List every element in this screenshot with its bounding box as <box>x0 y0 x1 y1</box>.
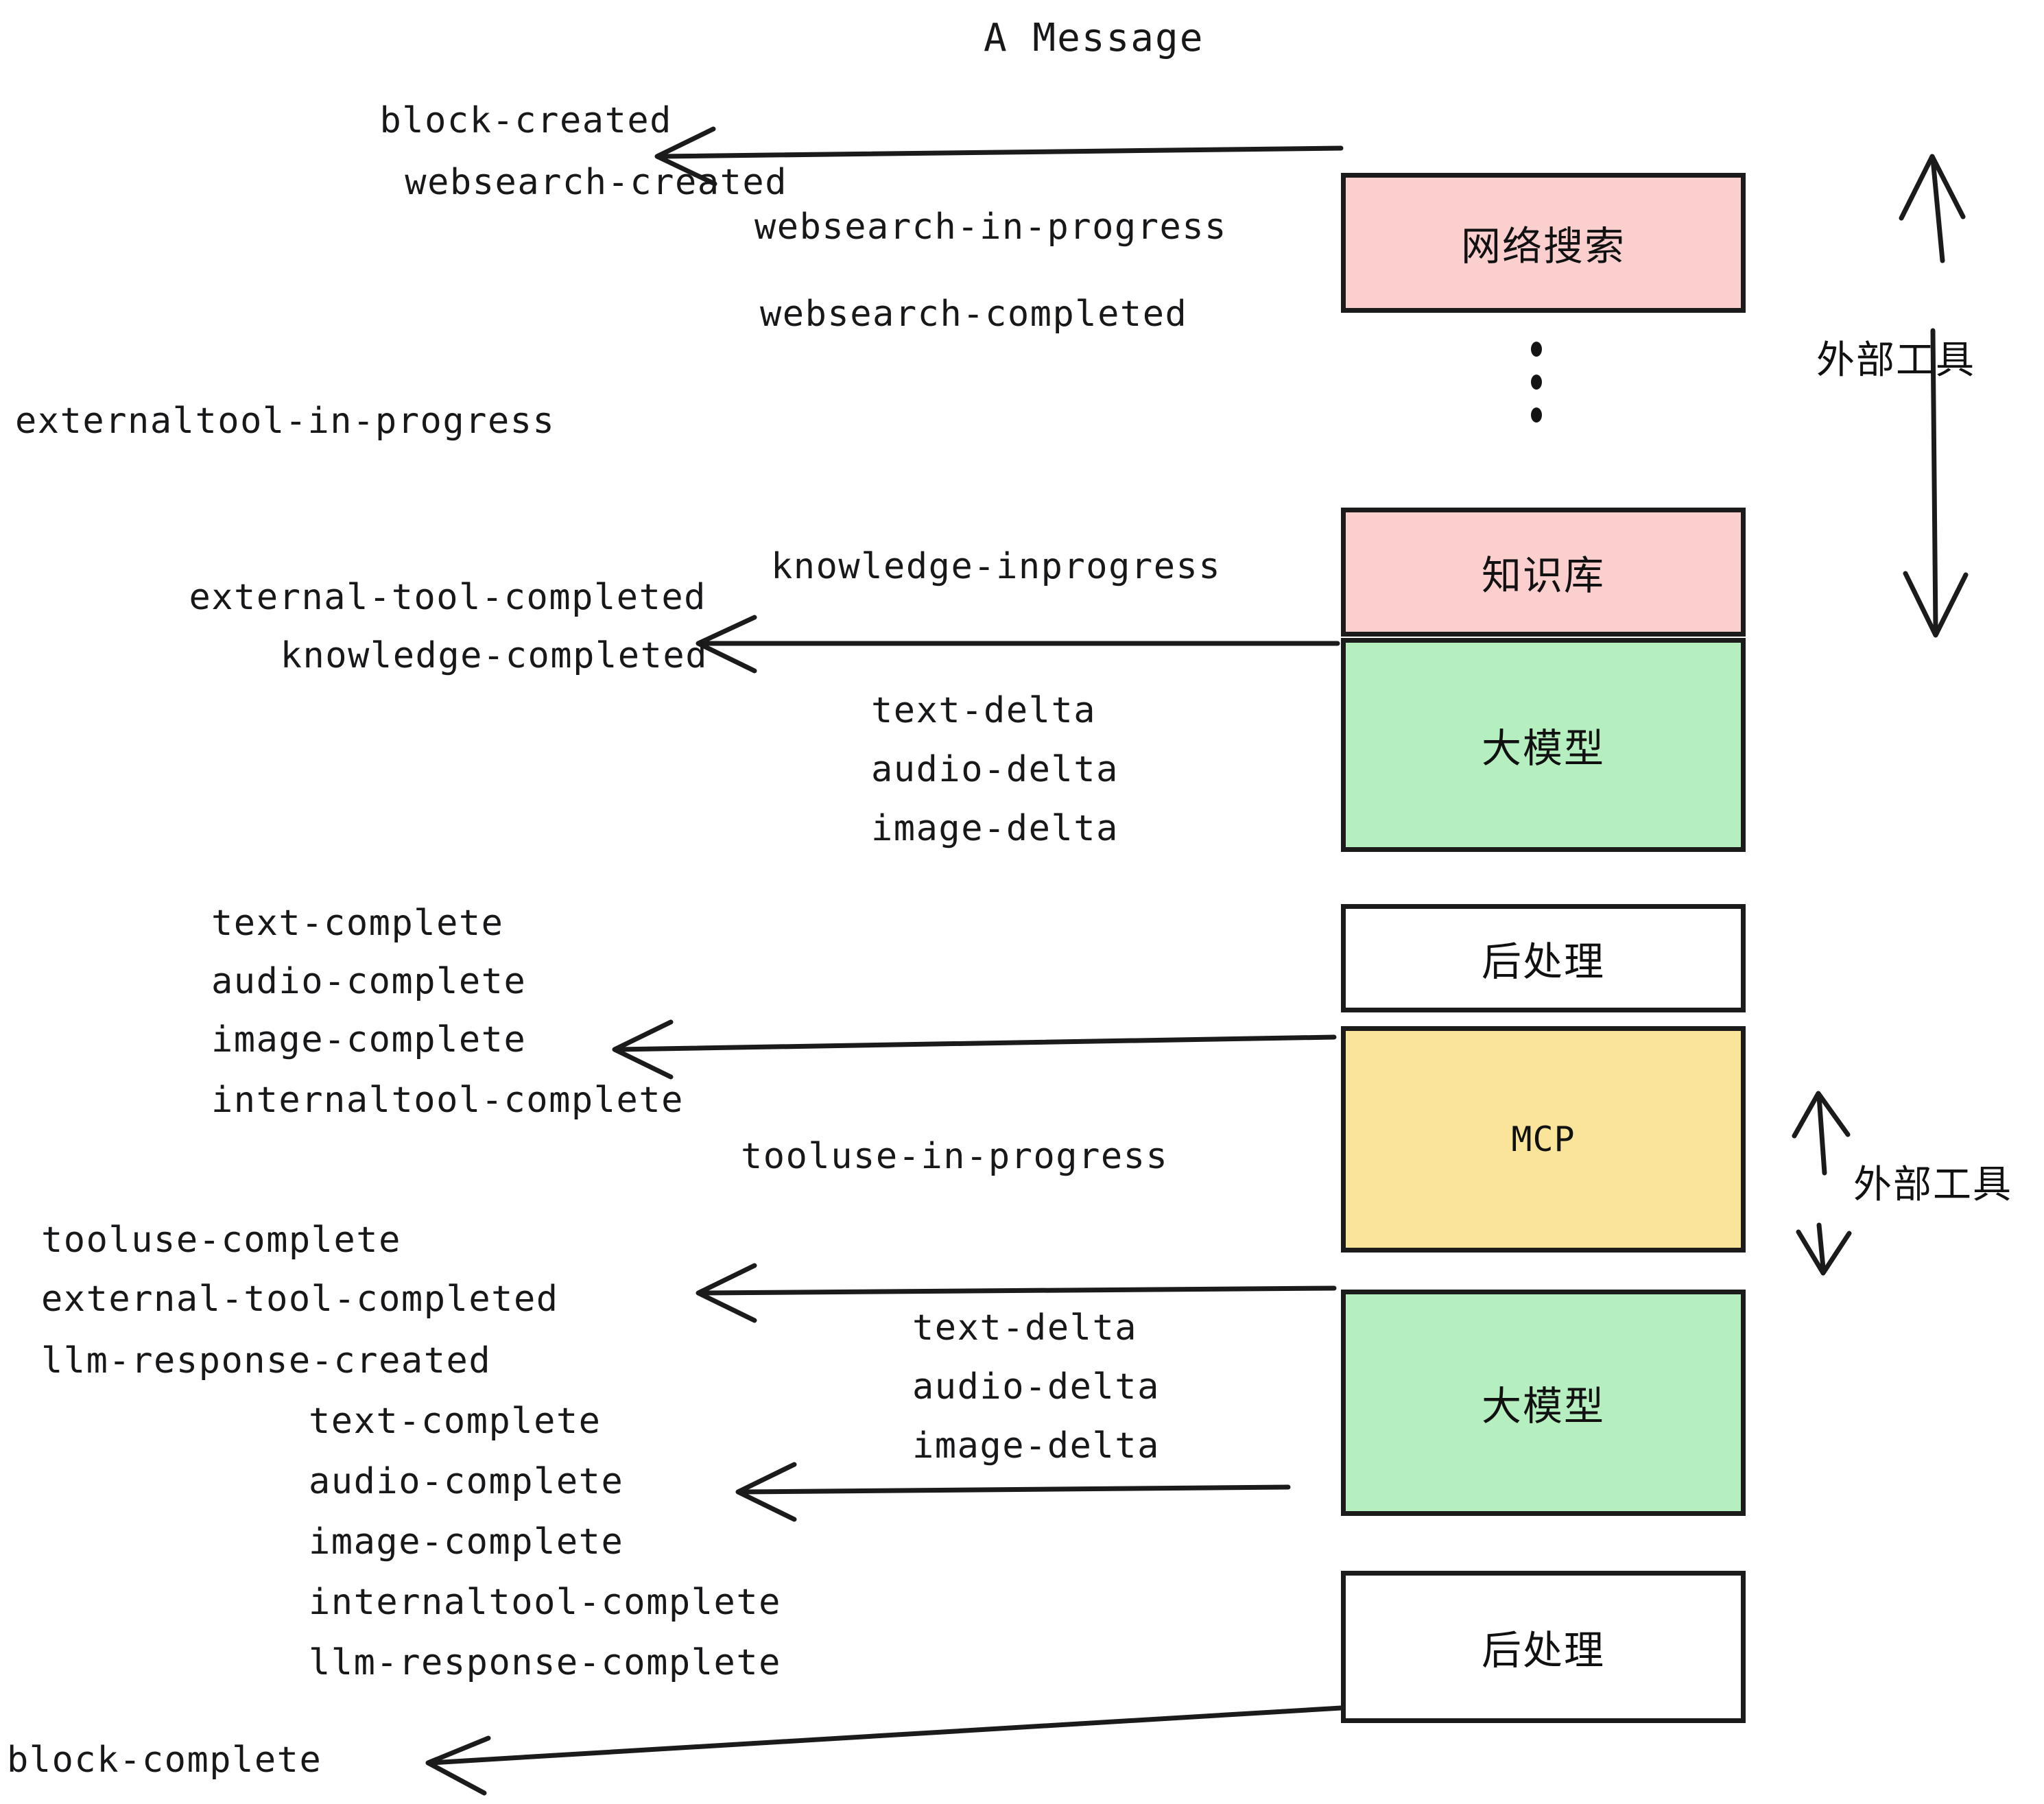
node-postprocess-1[interactable]: 后处理 <box>1341 904 1746 1012</box>
event-label-websearch-created: websearch-created <box>405 162 787 203</box>
event-label-internaltool-complete-1: internaltool-complete <box>211 1080 684 1121</box>
node-mcp-label: MCP <box>1511 1119 1576 1159</box>
event-label-audio-delta-2: audio-delta <box>912 1366 1160 1408</box>
arrow-postprocess-to-image-complete <box>612 1019 1337 1080</box>
event-label-external-tool-completed-2: external-tool-completed <box>41 1279 559 1320</box>
event-label-block-complete: block-complete <box>7 1740 322 1781</box>
page-title: A Message <box>984 16 1204 60</box>
event-label-external-tool-completed-1: external-tool-completed <box>189 577 706 618</box>
event-label-image-delta-2: image-delta <box>912 1425 1160 1467</box>
node-postprocess-2-label: 后处理 <box>1481 1627 1605 1674</box>
arrow-postprocess-to-block-complete <box>425 1705 1344 1796</box>
event-label-tooluse-in-progress: tooluse-in-progress <box>741 1136 1169 1177</box>
arrow-external-tools-bottom-up <box>1792 1091 1851 1176</box>
event-label-websearch-completed: websearch-completed <box>760 294 1188 335</box>
node-knowledge[interactable]: 知识库 <box>1341 508 1746 637</box>
ellipsis-dots <box>1531 342 1542 423</box>
group-label-external-tools-top: 外部工具 <box>1816 338 1975 383</box>
event-label-text-complete-1: text-complete <box>211 903 504 944</box>
event-label-block-created: block-created <box>379 100 672 141</box>
event-label-audio-delta-1: audio-delta <box>871 749 1119 790</box>
arrow-mcp-to-tooluse-complete <box>696 1263 1337 1323</box>
arrow-external-tools-bottom-down <box>1796 1222 1852 1276</box>
event-label-knowledge-inprogress: knowledge-inprogress <box>771 546 1222 587</box>
event-label-externaltool-in-progress: externaltool-in-progress <box>15 401 556 442</box>
node-postprocess-1-label: 后处理 <box>1481 938 1605 985</box>
event-label-internaltool-complete-2: internaltool-complete <box>309 1582 781 1623</box>
event-label-audio-complete-1: audio-complete <box>211 961 527 1002</box>
arrow-knowledge-to-completed <box>696 615 1340 674</box>
arrow-llm-to-audio-complete <box>735 1462 1291 1522</box>
node-postprocess-2[interactable]: 后处理 <box>1341 1571 1746 1723</box>
group-label-external-tools-bottom: 外部工具 <box>1853 1163 2012 1207</box>
arrow-external-tools-top-down <box>1903 328 1969 638</box>
node-mcp[interactable]: MCP <box>1341 1026 1746 1253</box>
arrow-external-tools-top-up <box>1899 154 1966 263</box>
event-label-llm-response-created: llm-response-created <box>41 1340 492 1381</box>
node-websearch-label: 网络搜索 <box>1460 223 1626 270</box>
event-label-image-complete-1: image-complete <box>211 1019 527 1060</box>
event-label-image-delta-1: image-delta <box>871 808 1119 849</box>
event-label-websearch-in-progress: websearch-in-progress <box>754 206 1227 248</box>
node-knowledge-label: 知识库 <box>1481 552 1605 599</box>
node-llm-2[interactable]: 大模型 <box>1341 1290 1746 1516</box>
arrow-websearch-to-created <box>654 126 1344 187</box>
event-label-tooluse-complete: tooluse-complete <box>41 1220 401 1261</box>
event-label-knowledge-completed: knowledge-completed <box>280 635 708 676</box>
node-llm-1-label: 大模型 <box>1481 725 1605 772</box>
node-llm-2-label: 大模型 <box>1481 1383 1605 1429</box>
event-label-llm-response-complete: llm-response-complete <box>309 1642 781 1683</box>
event-label-text-delta-1: text-delta <box>871 690 1097 731</box>
event-label-audio-complete-2: audio-complete <box>309 1461 624 1502</box>
event-label-text-complete-2: text-complete <box>309 1401 602 1442</box>
event-label-image-complete-2: image-complete <box>309 1521 624 1563</box>
node-websearch[interactable]: 网络搜索 <box>1341 173 1746 313</box>
event-label-text-delta-2: text-delta <box>912 1307 1138 1349</box>
node-llm-1[interactable]: 大模型 <box>1341 638 1746 852</box>
